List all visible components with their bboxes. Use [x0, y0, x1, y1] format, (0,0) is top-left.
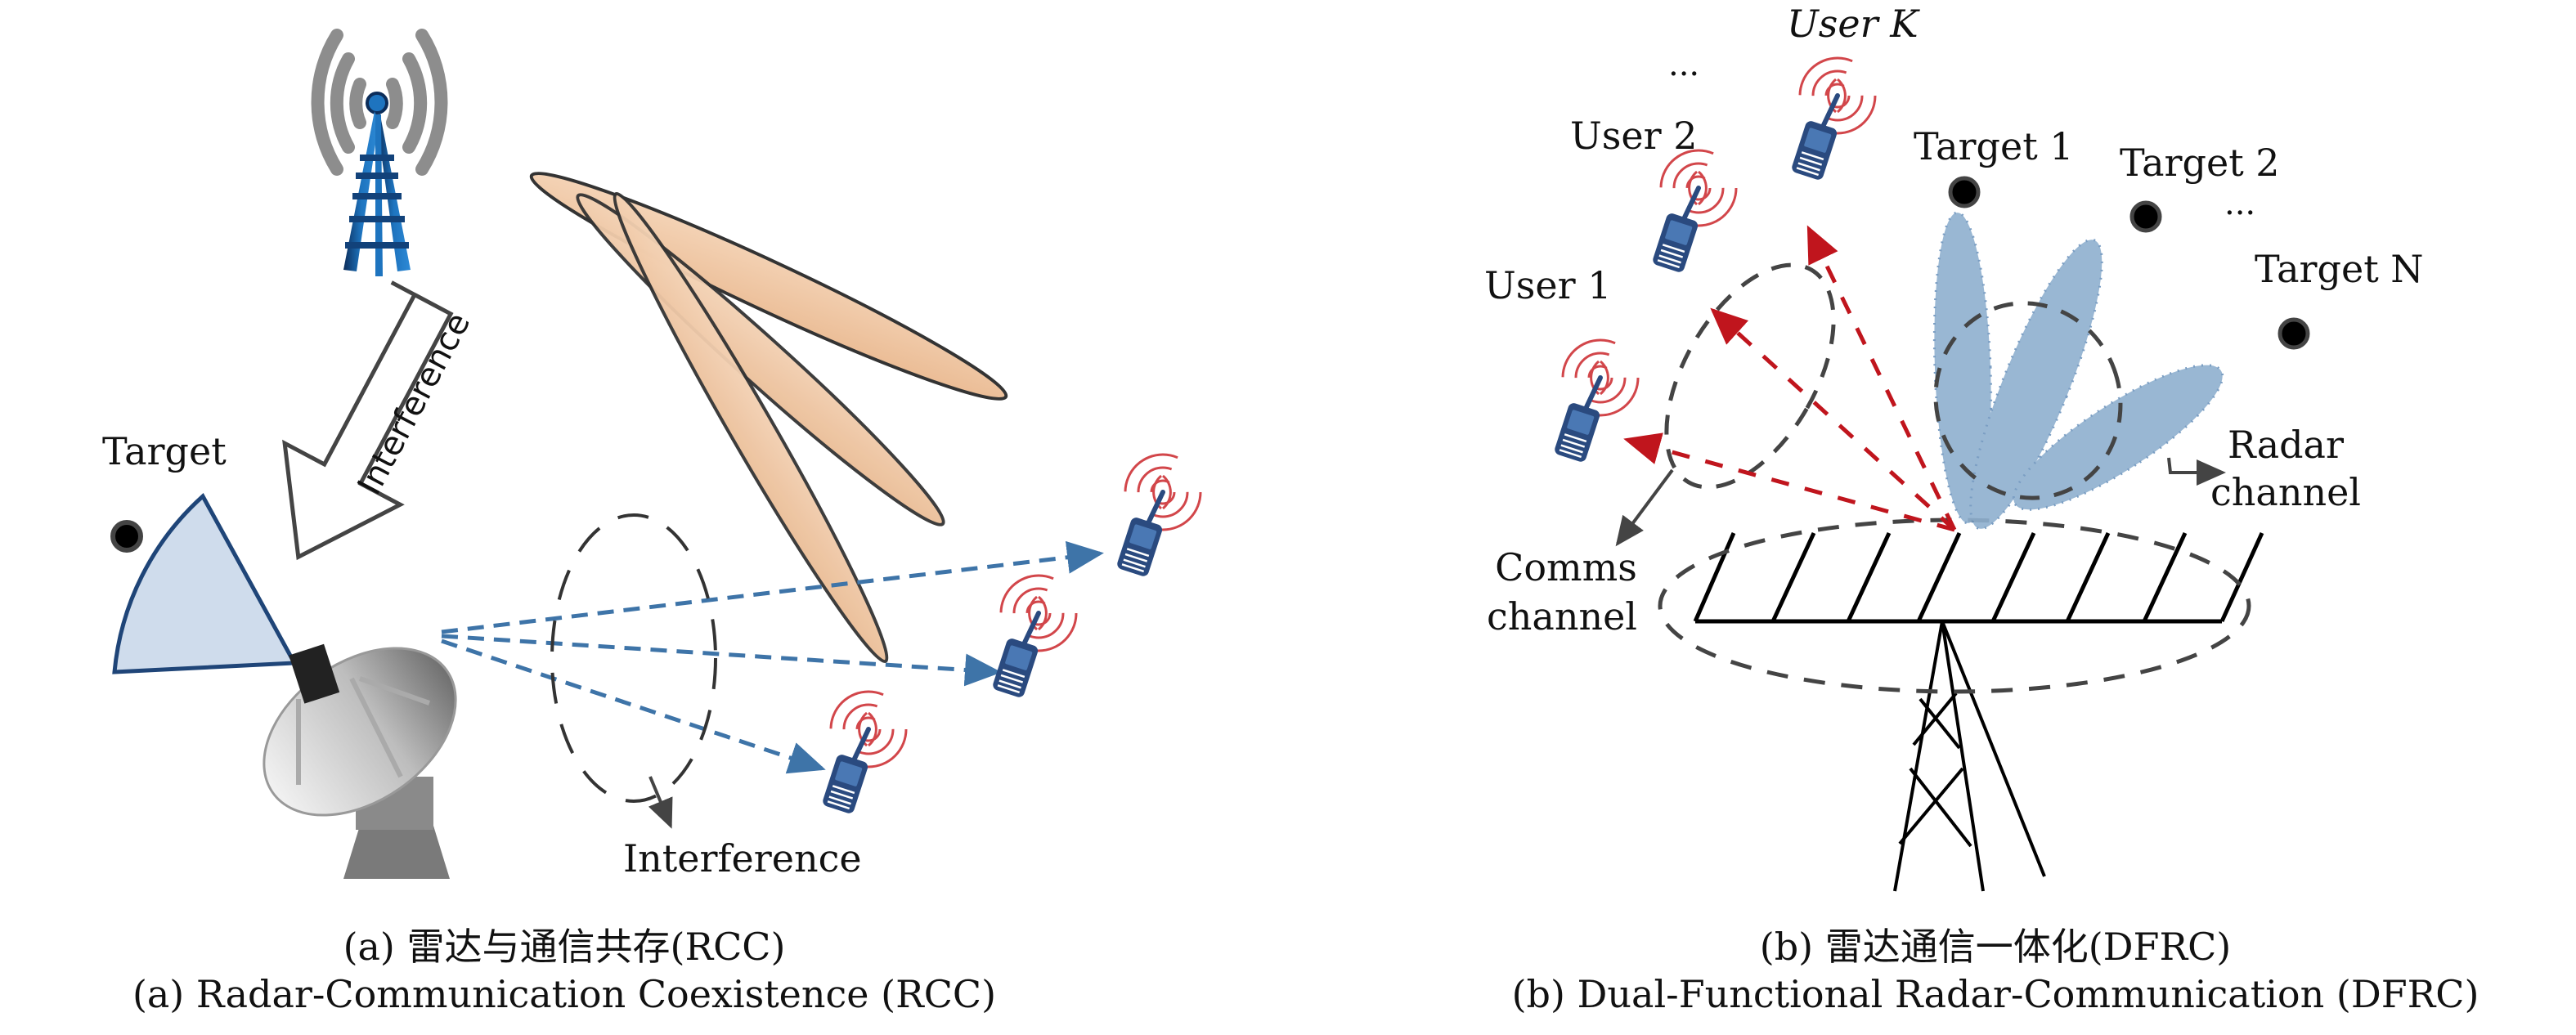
- comm-beams: [529, 172, 1008, 664]
- target-dot: [1948, 176, 1981, 208]
- radar-channel-label-2: channel: [2210, 470, 2361, 514]
- user-device-icon: [1790, 58, 1875, 181]
- caption-a-en: (a) Radar-Communication Coexistence (RCC…: [132, 972, 997, 1016]
- comm-beam: [613, 191, 889, 664]
- caption-b-cn: (b) 雷达通信一体化(DFRC): [1759, 925, 2232, 969]
- radar-sector: [112, 493, 298, 674]
- user-device-icon: [1651, 150, 1736, 274]
- comms-links: [1623, 225, 1957, 532]
- interference-zone-label: Interference: [623, 836, 862, 880]
- comms-channel-zone: [1664, 262, 1836, 490]
- radar-beams: [1932, 211, 2224, 531]
- radar-beam: [1969, 238, 2103, 531]
- panel-a: Interference Target Interference: [102, 29, 1200, 880]
- user-label-1: User 1: [1484, 263, 1611, 307]
- radar-channel-zone: [1933, 301, 2123, 500]
- tower-structure: [1893, 621, 2046, 892]
- target-label-2: Target 2: [2120, 141, 2280, 185]
- users-ellipsis: ...: [1668, 46, 1699, 83]
- caption-a-cn: (a) 雷达与通信共存(RCC): [343, 925, 786, 969]
- base-station-icon: [311, 29, 448, 276]
- interference-arrow: Interference: [282, 280, 478, 561]
- radar-beam: [2012, 364, 2224, 511]
- user-label-k: User K: [1787, 2, 1920, 46]
- antenna-array: [1693, 531, 2264, 624]
- target-dot: [2129, 200, 2162, 233]
- target-label: Target: [102, 429, 227, 473]
- radar-dish-icon: [263, 643, 457, 879]
- target-label-1: Target 1: [1914, 124, 2074, 168]
- user-device-icon: [1553, 340, 1638, 464]
- targets-ellipsis: ...: [2224, 185, 2255, 222]
- comms-channel-label-2: channel: [1487, 594, 1637, 638]
- array-boundary: [1658, 518, 2251, 694]
- panel-b: Radar channel Comms channel User 1 User …: [1484, 2, 2424, 892]
- interference-links: [441, 540, 1104, 774]
- target-label-n: Target N: [2255, 247, 2424, 291]
- comms-channel-label-1: Comms: [1495, 545, 1637, 589]
- user-device-icon: [1115, 455, 1200, 578]
- user-device-icon: [991, 576, 1076, 699]
- target-dot: [2278, 317, 2310, 350]
- target-dot: [110, 520, 143, 553]
- user-label-2: User 2: [1570, 114, 1697, 158]
- caption-b-en: (b) Dual-Functional Radar-Communication …: [1511, 972, 2480, 1016]
- radar-channel-label-1: Radar: [2228, 423, 2344, 467]
- user-device-icon: [821, 692, 906, 815]
- interference-zone: [550, 513, 717, 803]
